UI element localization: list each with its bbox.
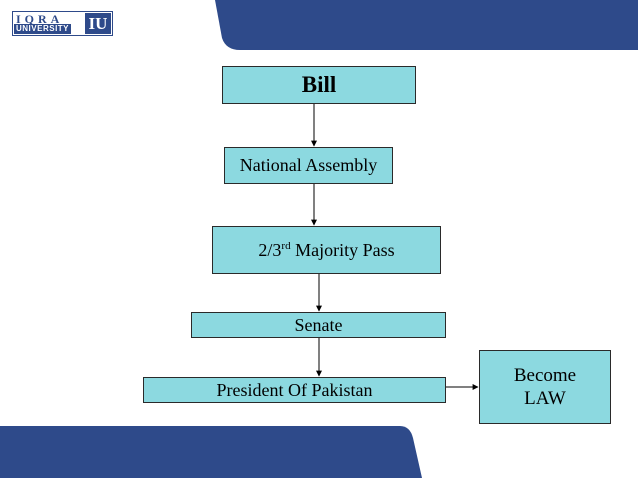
bill-label: Bill (301, 72, 337, 97)
majority-fraction: 2/3 (258, 239, 282, 260)
logo-bottom-text: UNIVERSITY (14, 24, 72, 34)
logo-top-text: IQRA (16, 12, 64, 26)
senate-box: Senate (191, 312, 446, 338)
national-assembly-box: National Assembly (224, 147, 393, 184)
majority-pass-box: 2/3rd Majority Pass (212, 226, 441, 274)
bottom-footer-band (0, 426, 422, 478)
law-label: LAW (524, 388, 566, 409)
majority-superscript: rd (281, 239, 291, 252)
iqra-university-logo: IQRA UNIVERSITY IU (12, 11, 113, 36)
become-label: Become (513, 365, 577, 386)
bill-box: Bill (222, 66, 416, 104)
president-label: President Of Pakistan (216, 379, 373, 400)
senate-label: Senate (294, 314, 343, 335)
top-header-band (215, 0, 638, 50)
national-assembly-label: National Assembly (239, 155, 378, 175)
majority-suffix: Majority Pass (290, 239, 395, 260)
majority-pass-label: 2/3rd Majority Pass (258, 240, 394, 261)
become-law-box: Become LAW (479, 350, 611, 424)
president-box: President Of Pakistan (143, 377, 446, 403)
logo-mark: IU (85, 13, 111, 34)
